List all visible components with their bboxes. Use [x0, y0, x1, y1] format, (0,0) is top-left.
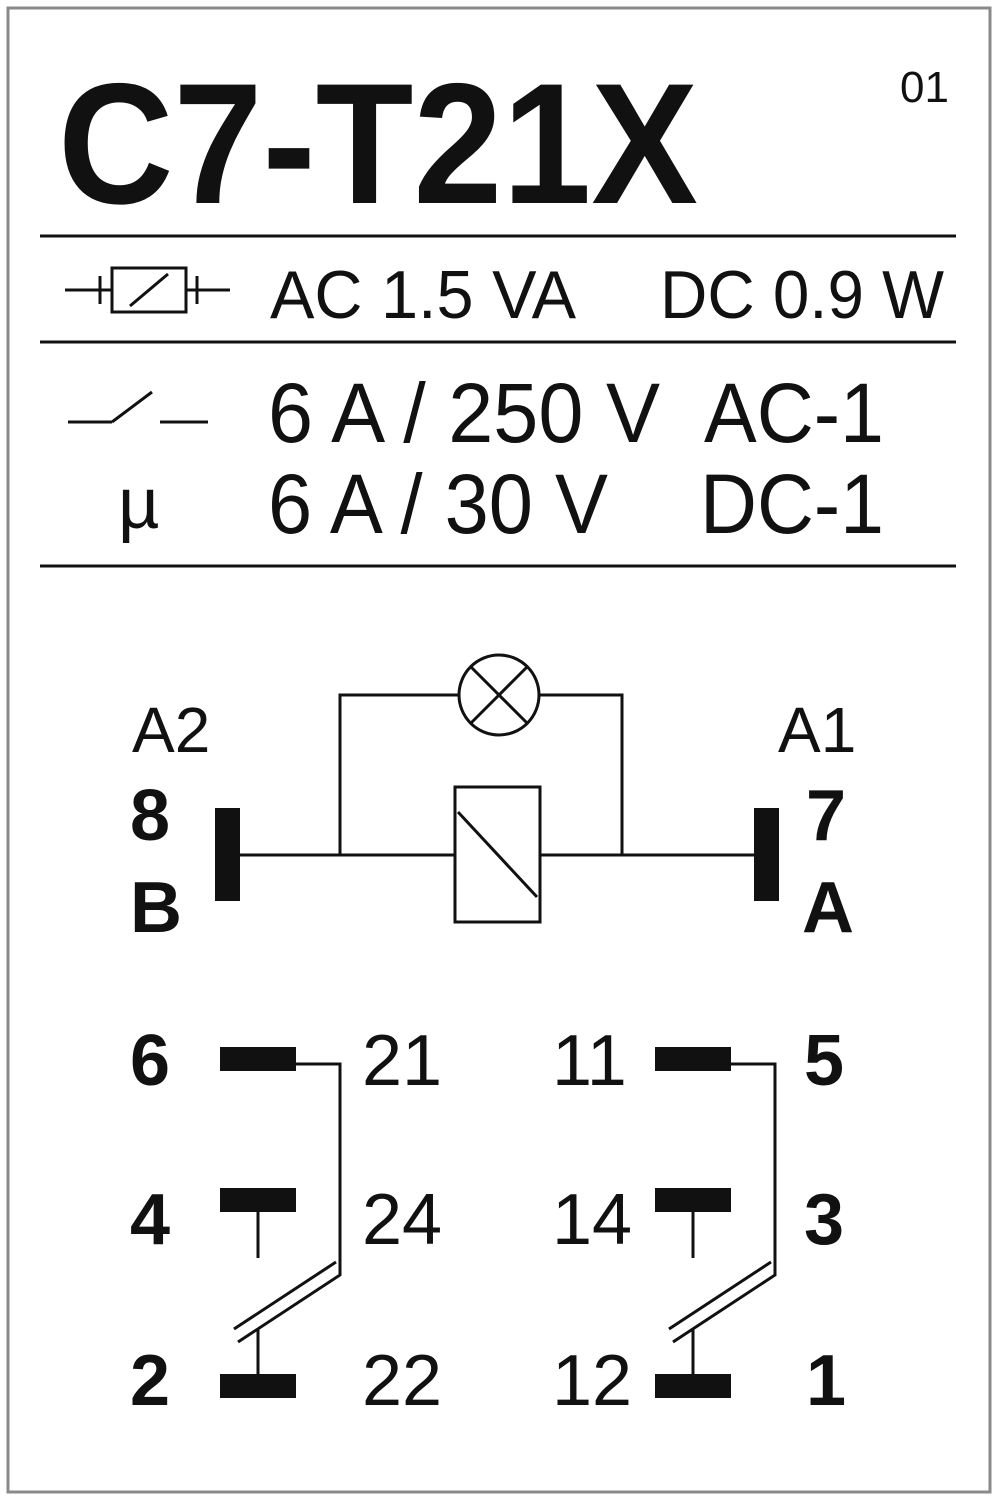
coil-terminal-left-name: A2	[132, 694, 210, 766]
ac-contact-rating: 6 A / 250 V	[268, 366, 660, 460]
contact-left-common-number: 21	[362, 1021, 442, 1101]
contact-left-no-number: 24	[362, 1180, 442, 1260]
switch-contact-icon	[68, 390, 208, 424]
dc-contact-rating: 6 A / 30 V	[268, 457, 608, 551]
contact-right-no-pin: 3	[804, 1180, 844, 1260]
ac-utilization-category: AC-1	[704, 366, 884, 460]
indicator-lamp-icon	[457, 653, 541, 737]
dc-utilization-category: DC-1	[700, 457, 884, 551]
contact-left-nc-pin: 2	[130, 1341, 170, 1421]
label-frame	[6, 6, 992, 1494]
coil-terminal-right-letter: A	[802, 868, 854, 948]
terminal-bar-left	[215, 808, 240, 901]
changeover-contact-right	[655, 1047, 777, 1398]
coil-terminal-right-name: A1	[778, 694, 856, 766]
contact-left-common-pin: 6	[130, 1021, 170, 1101]
coil-terminal-left-letter: B	[130, 868, 182, 948]
terminal-bar-right	[754, 808, 779, 901]
model-title: C7-T21X	[58, 48, 698, 240]
micro-disconnection-symbol: µ	[118, 464, 159, 544]
version-code: 01	[900, 63, 949, 112]
coil-circuit	[240, 693, 754, 857]
contact-right-nc-pin: 1	[806, 1341, 846, 1421]
contact-right-common-number: 11	[552, 1021, 627, 1101]
relay-coil-icon	[453, 785, 542, 924]
contact-left-no-pin: 4	[130, 1180, 170, 1260]
contact-right-no-number: 14	[552, 1180, 632, 1260]
coil-terminal-left-pin: 8	[130, 776, 170, 856]
contact-left-nc-number: 22	[362, 1341, 442, 1421]
coil-symbol-icon	[65, 266, 230, 314]
contact-right-nc-number: 12	[552, 1341, 632, 1421]
coil-terminal-right-pin: 7	[806, 776, 846, 856]
changeover-contact-left	[220, 1047, 342, 1398]
contact-right-common-pin: 5	[804, 1021, 844, 1101]
coil-dc-rating: DC 0.9 W	[660, 257, 944, 333]
coil-ac-rating: AC 1.5 VA	[270, 257, 577, 333]
